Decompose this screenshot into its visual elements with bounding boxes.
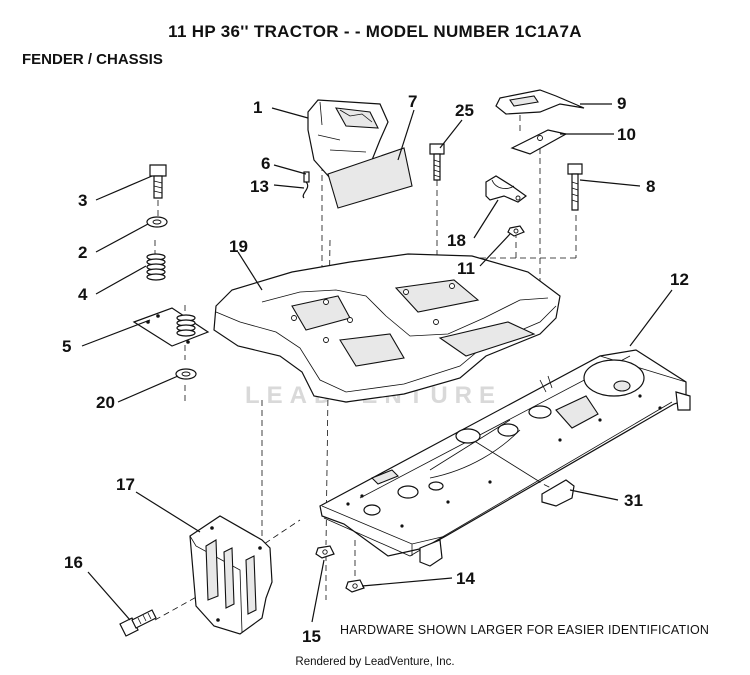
callout-17: 17	[116, 475, 135, 494]
part-8-bolt	[567, 163, 583, 211]
part-10-plate	[510, 129, 568, 155]
callout-9: 9	[617, 94, 626, 113]
part-20-washer	[175, 368, 197, 380]
callout-13: 13	[250, 177, 269, 196]
part-14-nut	[345, 579, 365, 593]
callout-14: 14	[456, 569, 475, 588]
diagram-title: 11 HP 36'' TRACTOR - - MODEL NUMBER 1C1A…	[168, 22, 582, 41]
callout-18: 18	[447, 231, 466, 250]
callout-8: 8	[646, 177, 655, 196]
part-17-rear-plate	[189, 515, 273, 635]
callout-5: 5	[62, 337, 71, 356]
part-9-bracket	[495, 89, 585, 115]
part-2-washer	[146, 216, 168, 228]
callout-4: 4	[78, 285, 88, 304]
callout-12: 12	[670, 270, 689, 289]
callout-16: 16	[64, 553, 83, 572]
part-4-spring	[146, 253, 166, 281]
part-19-fender	[213, 253, 561, 403]
callout-7: 7	[408, 92, 417, 111]
callout-11: 11	[457, 259, 475, 278]
part-12-chassis-frame	[319, 349, 691, 567]
part-5-plate	[132, 307, 210, 347]
callout-20: 20	[96, 393, 115, 412]
callout-2: 2	[78, 243, 87, 262]
part-15-nut	[315, 545, 335, 559]
callout-1: 1	[253, 98, 262, 117]
hardware-note: HARDWARE SHOWN LARGER FOR EASIER IDENTIF…	[340, 623, 710, 637]
callout-31: 31	[624, 491, 643, 510]
part-31-bracket	[541, 479, 575, 507]
callout-3: 3	[78, 191, 87, 210]
footer-credit: Rendered by LeadVenture, Inc.	[295, 656, 455, 668]
callout-10: 10	[617, 125, 636, 144]
part-16-bolt	[119, 609, 157, 637]
diagram-subtitle: FENDER / CHASSIS	[22, 51, 163, 68]
part-3-bolt	[149, 164, 167, 199]
part-18-clamp	[485, 175, 528, 203]
part-1-cowl	[307, 99, 389, 179]
callout-15: 15	[302, 627, 321, 646]
part-7-pad	[327, 147, 413, 209]
callout-19: 19	[229, 237, 248, 256]
part-11-nut	[507, 225, 525, 237]
callout-25: 25	[455, 101, 474, 120]
leader-lines	[81, 103, 673, 623]
part-25-bolt	[429, 143, 445, 181]
part-13-wire	[302, 181, 309, 199]
callout-6: 6	[261, 154, 270, 173]
